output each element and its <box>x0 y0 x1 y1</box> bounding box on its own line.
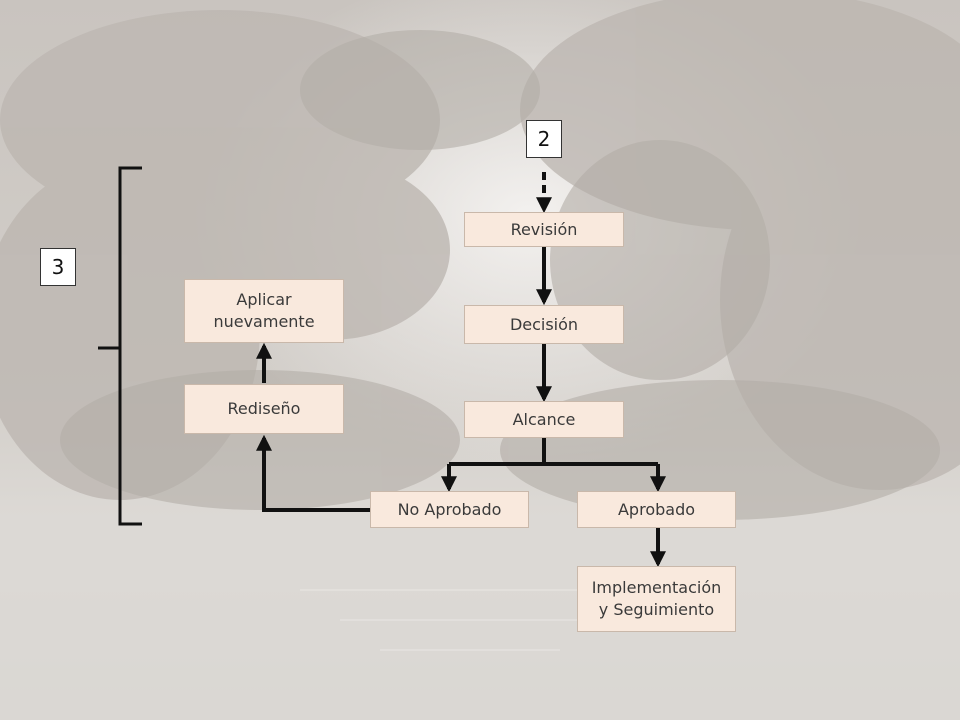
marker-3: 3 <box>40 248 76 286</box>
node-aplicar-nuevamente: Aplicar nuevamente <box>184 279 344 343</box>
node-aprobado: Aprobado <box>577 491 736 528</box>
node-decision: Decisión <box>464 305 624 344</box>
node-revision: Revisión <box>464 212 624 247</box>
node-rediseno: Rediseño <box>184 384 344 434</box>
node-implementacion: Implementación y Seguimiento <box>577 566 736 632</box>
marker-2: 2 <box>526 120 562 158</box>
node-no-aprobado: No Aprobado <box>370 491 529 528</box>
node-alcance: Alcance <box>464 401 624 438</box>
